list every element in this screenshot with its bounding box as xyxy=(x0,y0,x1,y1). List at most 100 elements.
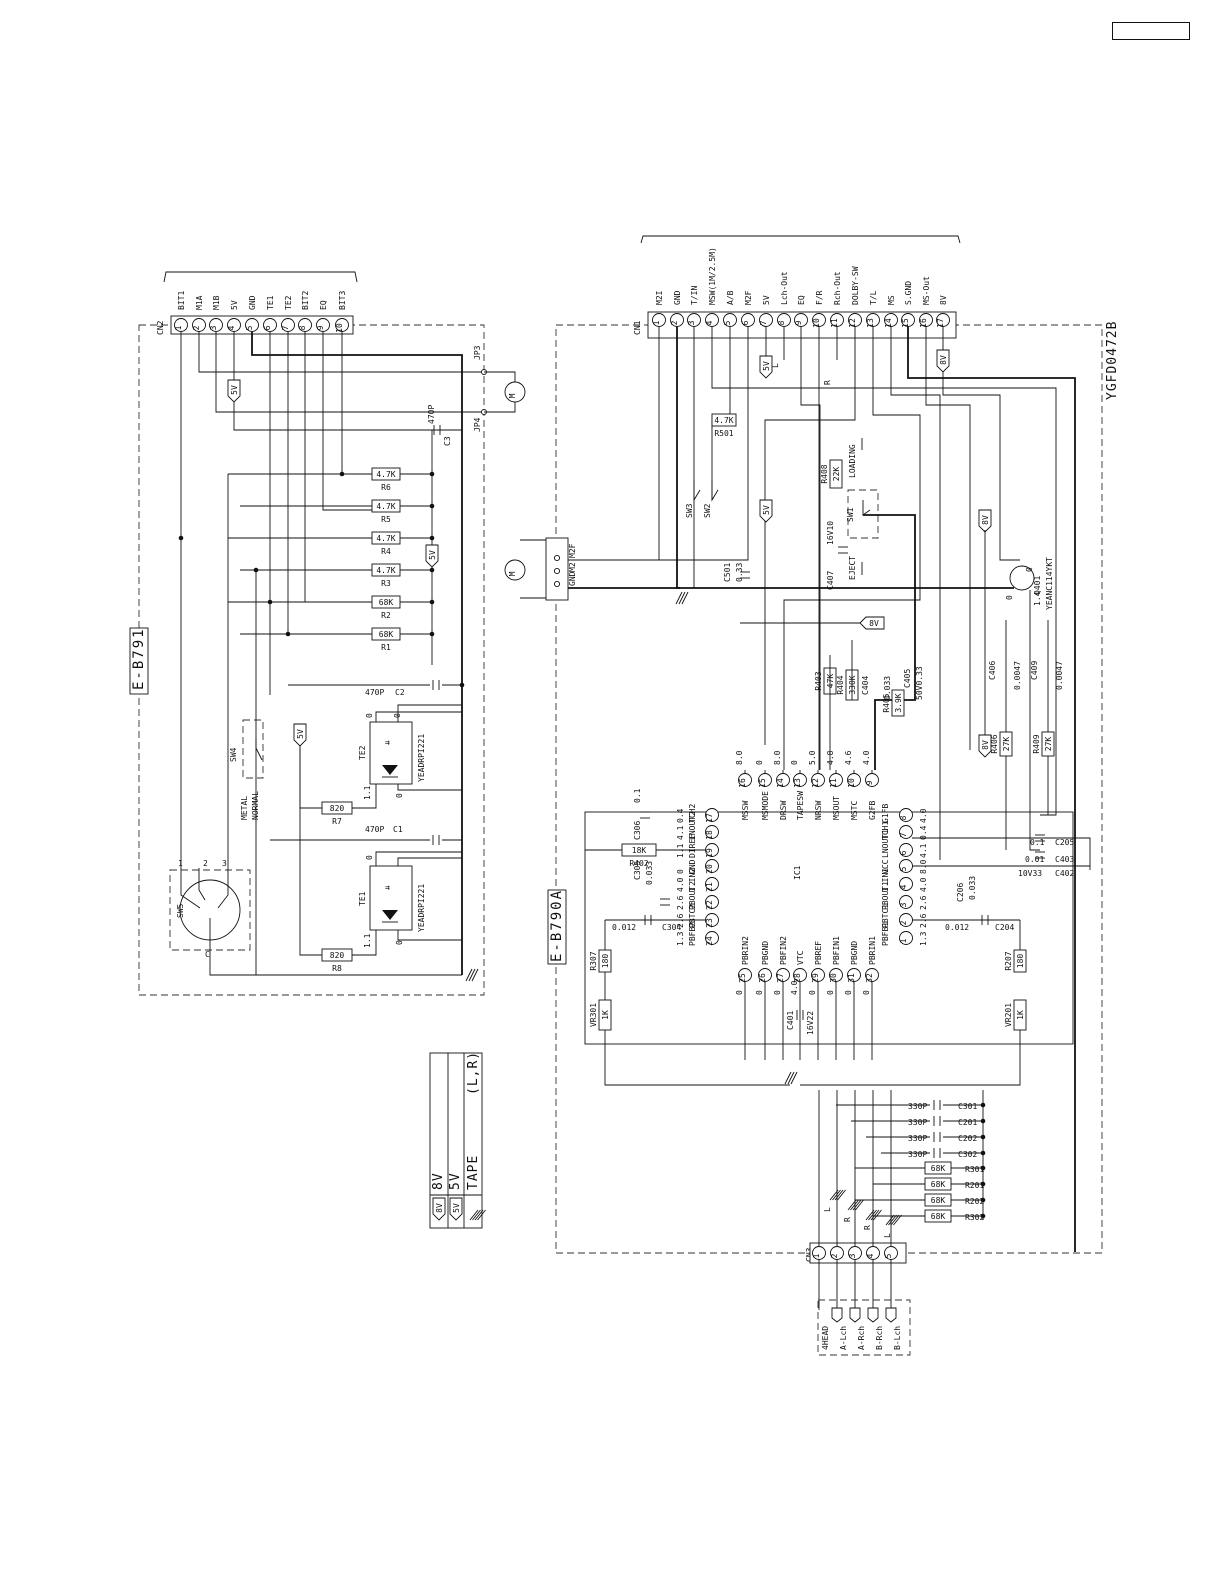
junction-dot xyxy=(429,599,435,605)
c404-ref: C404 xyxy=(861,676,870,695)
pin-number: 4 xyxy=(227,325,236,330)
junction-dot xyxy=(429,631,435,637)
pin-number: 5 xyxy=(899,866,908,871)
ic1-pin-voltage: 4.0 xyxy=(919,808,928,823)
pin-number: 8 xyxy=(298,325,307,330)
motor-letter: M xyxy=(508,571,517,576)
cn1-signal: 5V xyxy=(762,295,771,305)
cn2-pin xyxy=(263,318,277,332)
rail-5v xyxy=(227,379,241,403)
wire xyxy=(711,327,1057,816)
ic1-pin-name: PBGND xyxy=(850,941,859,965)
ic1-pin-name: GND xyxy=(688,859,697,874)
ic1-pin-voltage: 2.6 xyxy=(676,913,685,928)
tape-signal-icon xyxy=(469,1209,479,1221)
tape-signal-icon xyxy=(850,1199,859,1211)
tape-signal-icon xyxy=(890,1214,900,1226)
tape-signal-icon xyxy=(885,1214,895,1226)
cap-ref: C302 xyxy=(958,1150,977,1159)
c501-ref: C501 xyxy=(723,563,732,582)
ic1-pin-name: PBREF xyxy=(814,941,823,965)
wire xyxy=(180,868,201,909)
sw5-pin: C xyxy=(205,950,210,959)
wire xyxy=(800,1030,1021,1086)
pin-number: 4 xyxy=(705,320,714,325)
loading-label: LOADING xyxy=(848,444,857,478)
pin-number: 10 xyxy=(335,323,344,333)
ic1-ref: IC1 xyxy=(793,865,802,880)
channel-l: L xyxy=(771,363,780,368)
cn3-pin xyxy=(884,1246,898,1260)
cn2-signal: 5V xyxy=(230,300,239,310)
wire xyxy=(217,868,229,909)
ic1-pin-voltage: 4.0 xyxy=(790,980,799,995)
ic1-pin-voltage: 0.4 xyxy=(676,808,685,823)
cn1-pin xyxy=(830,313,844,327)
cap-value: 330P xyxy=(908,1118,927,1127)
res-ref: R302 xyxy=(965,1213,984,1222)
pd-voltage: 0 xyxy=(365,713,374,718)
tape-signal-icon xyxy=(477,1209,486,1221)
c501-value: 0.33 xyxy=(735,563,744,582)
c305-ref: C305 xyxy=(633,861,642,880)
pin-number: 1 xyxy=(899,938,908,943)
c406-value: 0.0047 xyxy=(1013,661,1022,690)
wire xyxy=(198,868,206,901)
cn2-pin xyxy=(316,318,330,332)
pin-number: 9 xyxy=(865,780,874,785)
channel-r: R xyxy=(863,1225,872,1230)
sw5-pin: 2 xyxy=(203,859,208,868)
wire xyxy=(676,327,1014,589)
cn1-signal: EQ xyxy=(797,295,806,305)
resistor-ref: R307 xyxy=(589,951,598,970)
ic1-pin-name: MSTC xyxy=(850,801,859,820)
tape-signal-icon xyxy=(832,1189,841,1201)
rail-8v xyxy=(936,349,950,373)
pin-number: 13 xyxy=(866,318,875,328)
pin-number: 18 xyxy=(705,830,714,840)
c305-value: 0.033 xyxy=(645,861,654,885)
connector-name: CN1 xyxy=(633,320,642,335)
pin-number: 14 xyxy=(884,318,893,328)
ic1-pin-name: TCH1 xyxy=(881,821,890,840)
resistor-value: 4.7K xyxy=(376,470,395,479)
rail-5v xyxy=(425,544,439,568)
wire xyxy=(397,930,462,941)
cap-value: 330P xyxy=(908,1150,927,1159)
pin-number: 7 xyxy=(759,320,768,325)
ic1-pin-name: DRSW xyxy=(779,801,788,820)
switch-sw1-lever xyxy=(862,500,871,516)
cn3-pin xyxy=(848,1246,862,1260)
ic1-pin xyxy=(776,968,790,982)
pd-voltage: 0 xyxy=(395,793,404,798)
tape-signal-icon xyxy=(837,1189,846,1201)
cn1-pin xyxy=(670,313,684,327)
resistor-ref: R7 xyxy=(332,817,342,826)
board-name-box xyxy=(547,889,567,965)
rail-8v xyxy=(978,734,992,758)
resistor-ref: R501 xyxy=(714,429,733,438)
wire xyxy=(604,1030,790,1086)
wire xyxy=(570,327,749,561)
c406-ref: C406 xyxy=(988,661,997,680)
cap-ref: C202 xyxy=(958,1134,977,1143)
cn1-signal: Lch-Out xyxy=(780,271,789,305)
pin-number: 1 xyxy=(652,320,661,325)
q401-ref: Q401 xyxy=(1033,576,1042,595)
channel-l: L xyxy=(883,1233,892,1238)
cap-ref: C301 xyxy=(958,1102,977,1111)
cn3-ref: CN3 xyxy=(805,1247,814,1262)
ic1-pin-name: MSOUT xyxy=(832,796,841,820)
switch-sw4-lever xyxy=(255,738,263,761)
c407-ref: C407 xyxy=(826,571,835,590)
cn2-pin xyxy=(281,318,295,332)
pin-number: 19 xyxy=(705,848,714,858)
pin-number: 21 xyxy=(705,882,714,892)
pd-voltage: 0 xyxy=(395,940,404,945)
rail-5v xyxy=(759,499,773,523)
cn1-pin xyxy=(919,313,933,327)
junction-dot xyxy=(429,567,435,573)
cn1-pin xyxy=(759,313,773,327)
resistor-value: 27K xyxy=(1002,737,1011,752)
ic1-pin xyxy=(847,968,861,982)
